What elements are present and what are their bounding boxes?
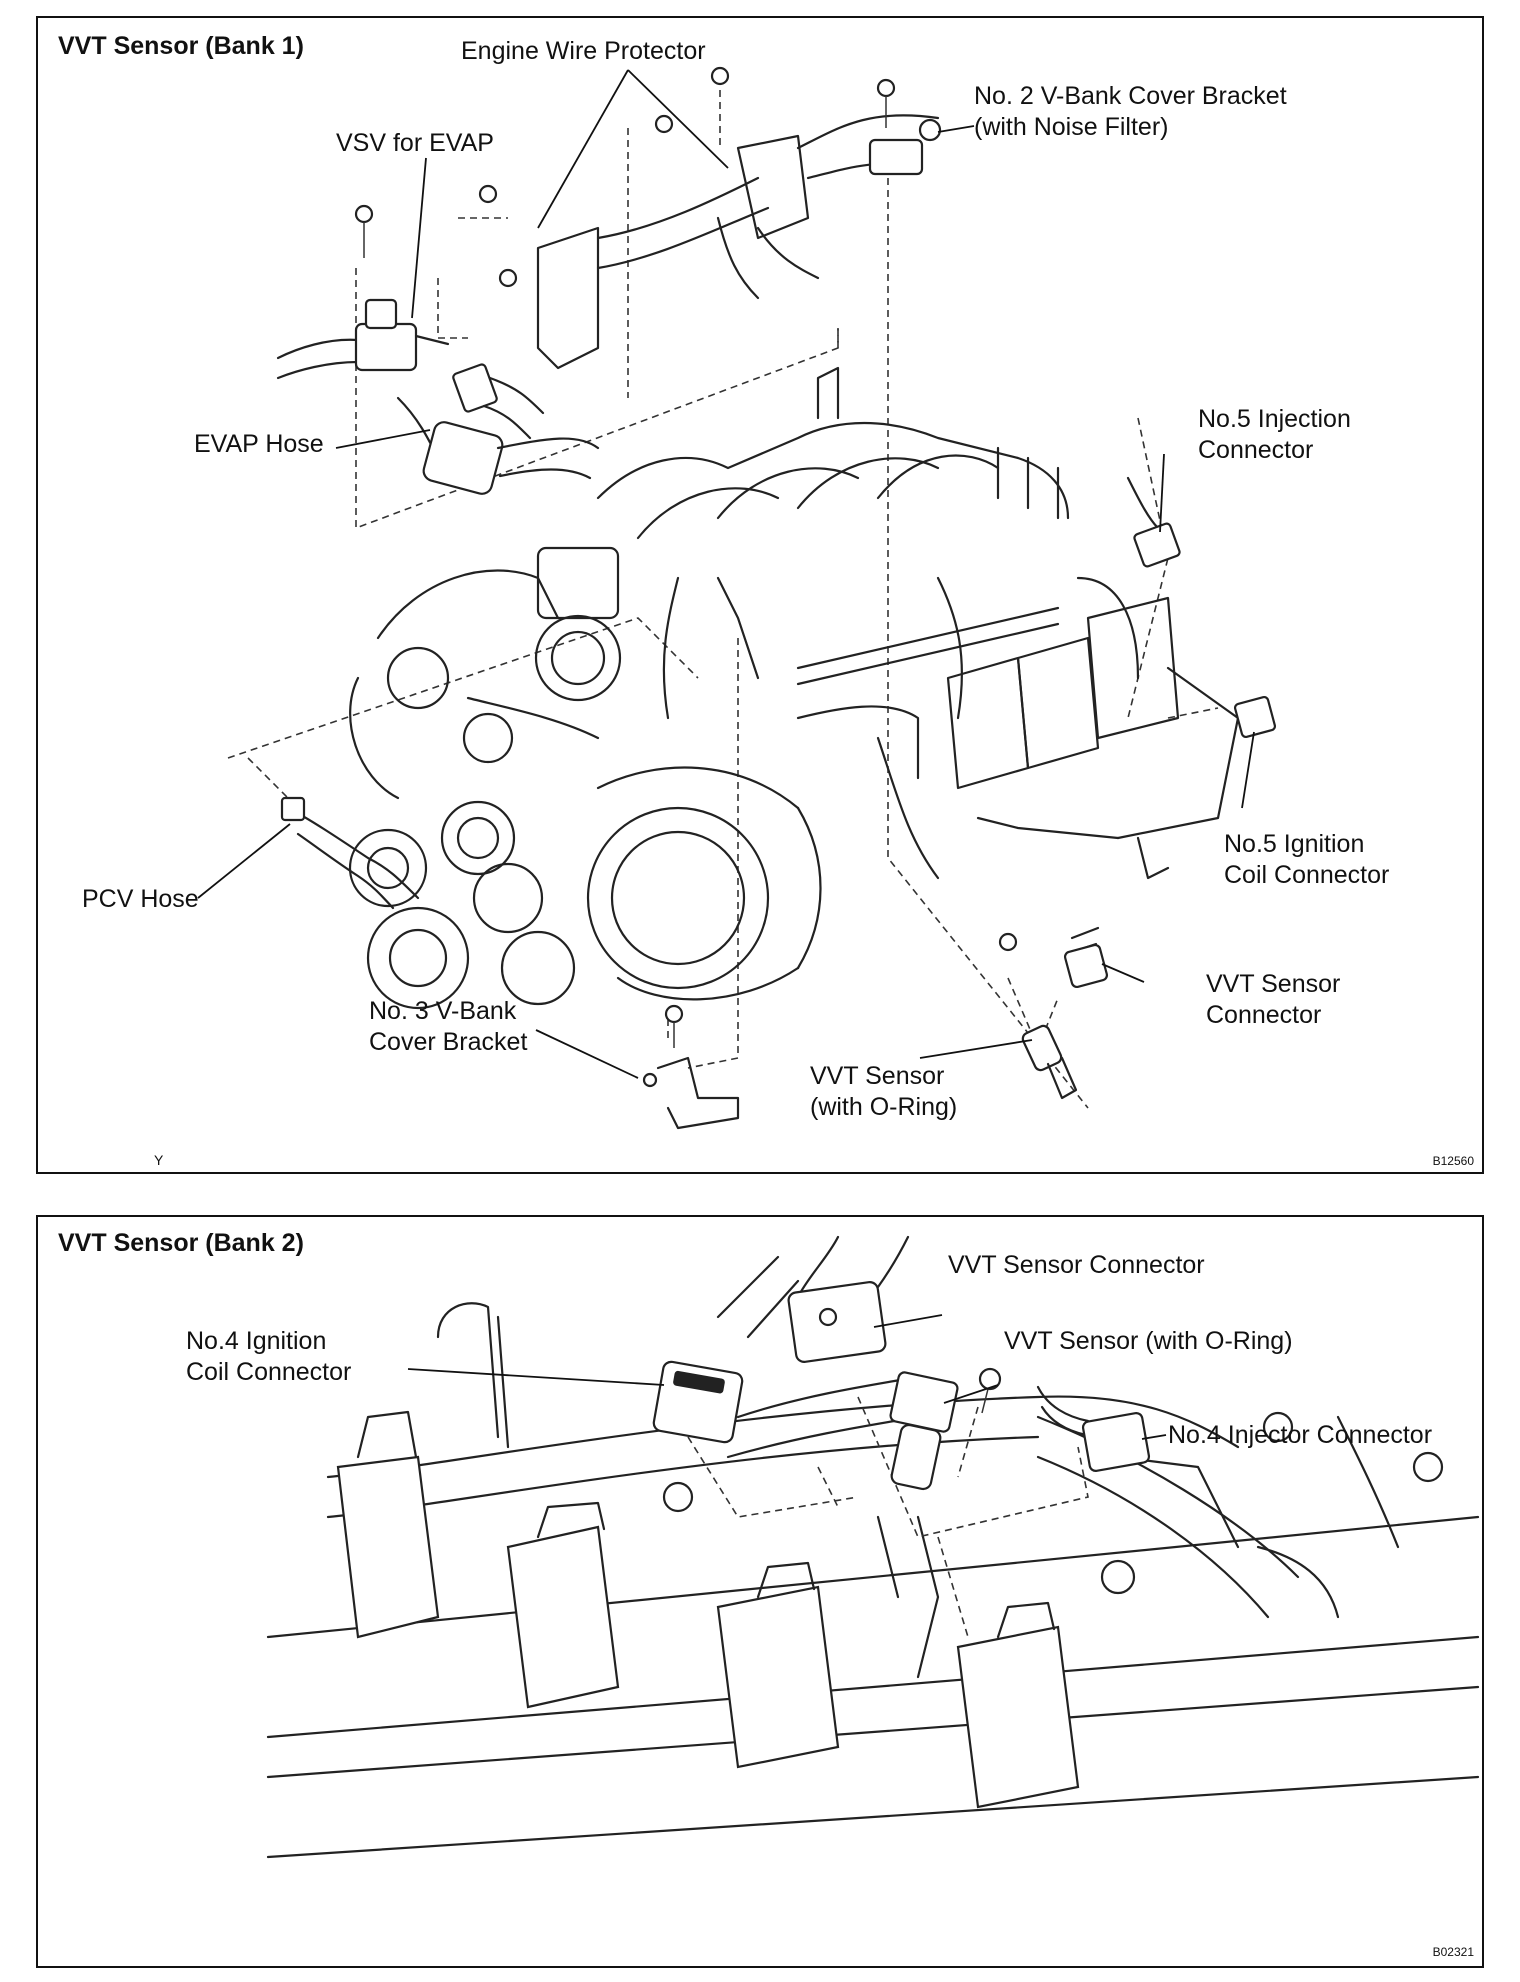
label-no4-ignition-line2: Coil Connector — [186, 1358, 352, 1386]
figure-code-b02321: B02321 — [1432, 1945, 1474, 1959]
corner-mark: Y — [154, 1152, 164, 1168]
label-engine-wire-protector: Engine Wire Protector — [461, 37, 706, 65]
label-no3-vbank-line2: Cover Bracket — [369, 1028, 528, 1056]
panel-bank2: VVT Sensor (Bank 2) VVT Sensor Connector… — [36, 1215, 1484, 1968]
engine-wire-protector-part — [478, 66, 940, 370]
label-no4-injector-connector: No.4 Injector Connector — [1168, 1421, 1433, 1449]
label-no2-vbank-bracket-line2: (with Noise Filter) — [974, 113, 1169, 141]
no2-vbank-bracket-part — [868, 78, 942, 176]
vvt-sensor-part — [889, 1367, 1002, 1491]
alignment-dashed-lines — [227, 78, 1219, 1109]
label-no5-injection-line1: No.5 Injection — [1198, 405, 1351, 433]
ignition-coil — [956, 1601, 1080, 1809]
bank2-diagram — [266, 1235, 1480, 1859]
no4-ignition-coil-connector-part — [652, 1255, 800, 1444]
panel-bank1: VVT Sensor (Bank 1) Engine Wire Protecto… — [36, 16, 1484, 1174]
ignition-coil — [336, 1410, 440, 1639]
engine-body — [280, 366, 1277, 1130]
vvt-sensor-connector-part — [787, 1235, 910, 1363]
label-evap-hose: EVAP Hose — [194, 430, 324, 458]
panel-bank2-title: VVT Sensor (Bank 2) — [58, 1229, 304, 1257]
label-no5-injection-line2: Connector — [1198, 436, 1314, 464]
label-vvt-sensor-connector: VVT Sensor Connector — [948, 1251, 1205, 1279]
evap-hose-part — [396, 396, 600, 495]
ignition-coil — [506, 1501, 620, 1709]
label-vvt-connector-line2: Connector — [1206, 1001, 1322, 1029]
label-vvt-sensor-line1: VVT Sensor — [810, 1062, 945, 1090]
label-vvt-connector-line1: VVT Sensor — [1206, 970, 1341, 998]
leader-lines — [197, 69, 1255, 1079]
label-pcv-hose: PCV Hose — [82, 885, 199, 913]
label-no5-ignition-line1: No.5 Ignition — [1224, 830, 1365, 858]
label-no5-ignition-line2: Coil Connector — [1224, 861, 1390, 889]
label-vvt-sensor-line2: (with O-Ring) — [810, 1093, 958, 1121]
label-vvt-sensor-oring: VVT Sensor (with O-Ring) — [1004, 1327, 1293, 1355]
label-no3-vbank-line1: No. 3 V-Bank — [369, 997, 517, 1025]
label-vsv-for-evap: VSV for EVAP — [336, 129, 494, 157]
label-no4-ignition-line1: No.4 Ignition — [186, 1327, 327, 1355]
label-no2-vbank-bracket-line1: No. 2 V-Bank Cover Bracket — [974, 82, 1287, 110]
ignition-coil — [716, 1561, 840, 1769]
bank2-leader-lines — [407, 1314, 1167, 1440]
no4-injector-connector-part — [1036, 1385, 1151, 1472]
bank2-engine-body — [266, 1302, 1480, 1859]
figure-code-b12560: B12560 — [1432, 1154, 1474, 1168]
panel-bank1-title: VVT Sensor (Bank 1) — [58, 32, 304, 60]
bank2-alignment-dashed-lines — [687, 1396, 1089, 1638]
bank1-exploded-diagram — [197, 66, 1277, 1130]
vsv-evap-part — [276, 204, 545, 440]
